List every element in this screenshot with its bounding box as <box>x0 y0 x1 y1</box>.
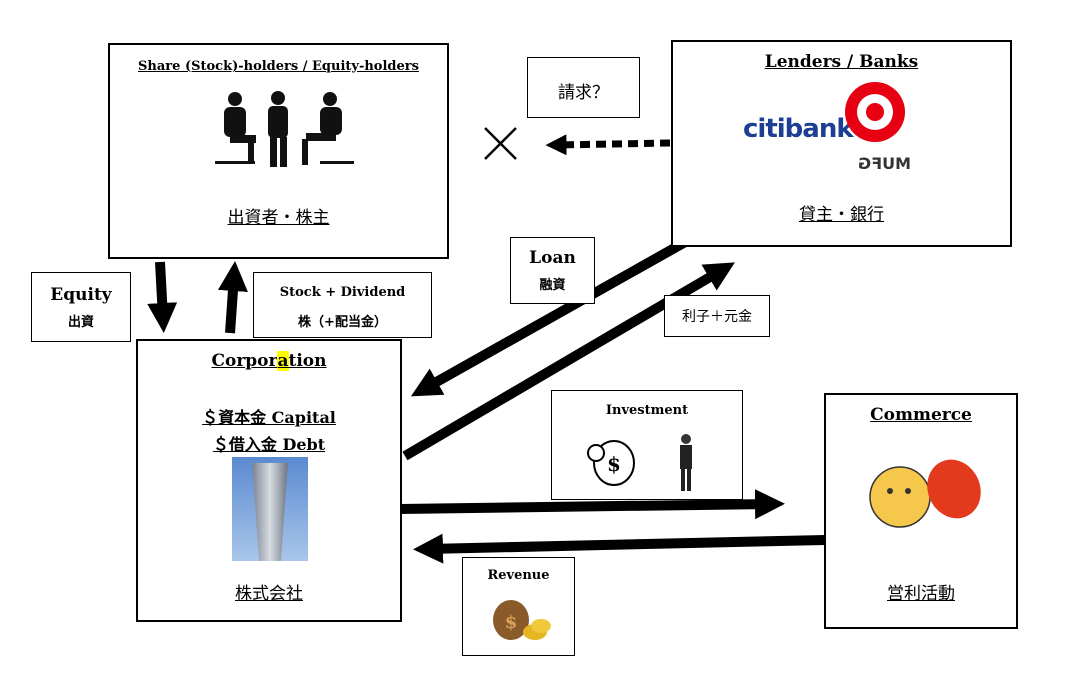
claim-dotted-arrow <box>545 134 671 156</box>
corporation-title: Corporation <box>138 351 400 371</box>
loan-arrow <box>410 236 690 397</box>
commerce-box: Commerce 営利活動 <box>824 393 1018 629</box>
debt-line: ＄借入金 Debt <box>212 435 326 454</box>
money-bag-man-icon: $ <box>587 440 635 486</box>
shareholders-title: Share (Stock)-holders / Equity-holders <box>138 59 419 74</box>
stock-dividend-box: Stock + Dividend 株（+配当金） <box>253 272 432 338</box>
cross-icon <box>484 127 517 160</box>
request-label: 請求？ <box>558 83 609 103</box>
lenders-title: Lenders / Banks <box>764 52 919 72</box>
shareholders-box: Share (Stock)-holders / Equity-holders 出… <box>108 43 449 259</box>
building-image <box>232 457 308 561</box>
svg-text:$: $ <box>607 452 621 476</box>
corporation-jp: 株式会社 <box>235 584 303 604</box>
loan-jp: 融資 <box>539 278 566 293</box>
shareholders-jp: 出資者・株主 <box>227 208 330 228</box>
investment-arrow <box>399 489 785 520</box>
investment-box: Investment $ <box>551 390 743 500</box>
corporation-title-a: Corpor <box>211 351 278 371</box>
loan-label: Loan <box>529 248 576 268</box>
mufg-text: MUFG <box>858 154 911 173</box>
businesspeople-icon <box>215 91 354 167</box>
revenue-label: Revenue <box>487 568 550 583</box>
stock-dividend-arrow <box>217 261 248 334</box>
commerce-title: Commerce <box>870 405 972 425</box>
corporation-title-b: tion <box>288 351 327 371</box>
revenue-box: Revenue $ <box>462 557 575 656</box>
businessman-icon <box>680 434 692 491</box>
lucky-cat-icon <box>869 459 981 528</box>
money-bag-icon: $ <box>493 600 551 640</box>
stock-dividend-jp: 株（+配当金） <box>298 315 387 330</box>
equity-label: Equity <box>50 285 112 305</box>
equity-arrow <box>147 261 178 333</box>
stock-dividend-label: Stock + Dividend <box>279 285 406 300</box>
lenders-box: Lenders / Banks citibank MUFG 貸主・銀行 <box>671 40 1012 247</box>
investment-label: Investment <box>605 403 689 418</box>
lenders-jp: 貸主・銀行 <box>799 205 884 225</box>
corporation-box: Corporation ＄資本金 Capital ＄借入金 Debt 株式会社 <box>136 339 402 622</box>
equity-box: Equity 出資 <box>31 272 131 342</box>
repayment-label: 利子＋元金 <box>682 309 752 325</box>
request-box: 請求？ <box>527 57 640 118</box>
capital-line: ＄資本金 Capital <box>202 408 336 427</box>
svg-text:$: $ <box>505 612 518 633</box>
corporation-title-highlight: a <box>277 351 289 371</box>
mufg-logo <box>845 82 905 142</box>
loan-box: Loan 融資 <box>510 237 595 304</box>
repayment-box: 利子＋元金 <box>664 295 770 337</box>
equity-jp: 出資 <box>67 315 94 330</box>
citibank-logo: citibank <box>743 114 854 144</box>
commerce-jp: 営利活動 <box>887 584 955 604</box>
revenue-arrow <box>413 533 826 564</box>
